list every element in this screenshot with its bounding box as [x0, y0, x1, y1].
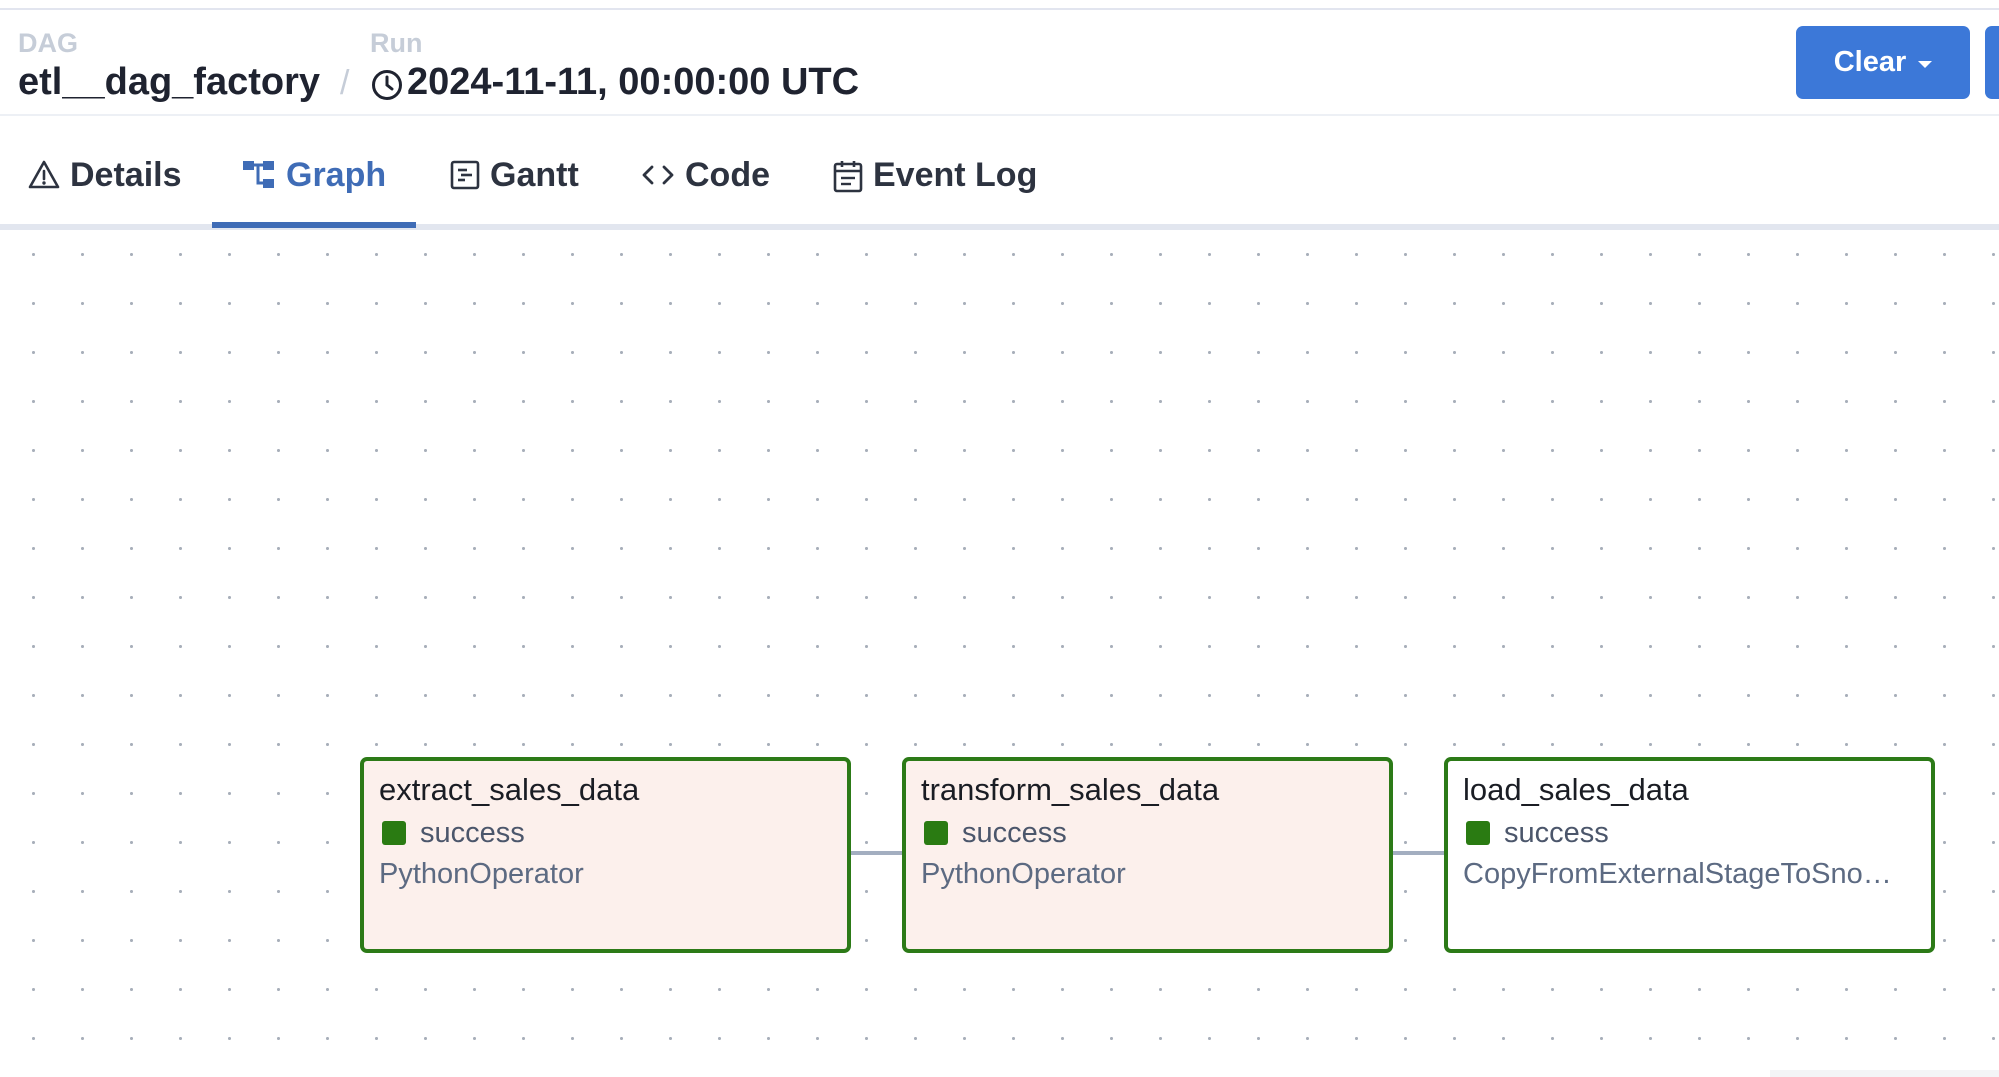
breadcrumb-dag[interactable]: DAG etl__dag_factory: [18, 28, 320, 104]
tab-code-label: Code: [685, 156, 770, 194]
active-tab-indicator: [212, 222, 416, 228]
graph-icon: [243, 161, 274, 188]
task-name: extract_sales_data: [379, 772, 640, 807]
warning-triangle-icon: [28, 160, 60, 189]
clock-icon: [372, 70, 402, 100]
graph-canvas[interactable]: extract_sales_data success PythonOperato…: [0, 230, 1999, 1077]
task-node-transform-sales-data[interactable]: transform_sales_data success PythonOpera…: [902, 757, 1393, 953]
tab-bar: Details Graph Gantt Code: [0, 116, 1999, 230]
task-status-label: success: [962, 817, 1067, 849]
tab-gantt-label: Gantt: [490, 156, 579, 194]
tab-graph-label: Graph: [286, 156, 387, 194]
calendar-icon: [833, 161, 863, 193]
tab-graph[interactable]: Graph: [242, 156, 386, 224]
tab-code[interactable]: Code: [641, 156, 770, 224]
success-status-icon: [924, 821, 948, 845]
dag-id[interactable]: etl__dag_factory: [18, 61, 321, 103]
task-status: success: [379, 815, 832, 851]
chevron-down-icon: [1918, 61, 1933, 68]
mark-state-button[interactable]: [1985, 26, 1999, 99]
graph-edge: [1393, 851, 1447, 855]
task-status: success: [921, 815, 1374, 851]
tab-details-label: Details: [70, 156, 182, 194]
task-status-label: success: [1504, 817, 1609, 849]
breadcrumb-run[interactable]: Run 2024-11-11, 00:00:00 UTC: [370, 28, 859, 104]
task-status: success: [1463, 815, 1916, 851]
clear-button-label: Clear: [1833, 46, 1907, 78]
minimap-edge: [1770, 1070, 1999, 1077]
gantt-icon: [450, 160, 480, 190]
task-name: load_sales_data: [1463, 772, 1689, 807]
task-operator: PythonOperator: [379, 858, 584, 890]
success-status-icon: [382, 821, 406, 845]
tab-gantt[interactable]: Gantt: [450, 156, 579, 224]
code-icon: [642, 165, 674, 185]
run-value[interactable]: 2024-11-11, 00:00:00 UTC: [370, 60, 859, 104]
breadcrumb-separator: /: [340, 64, 350, 102]
task-name: transform_sales_data: [921, 772, 1220, 807]
top-divider: [0, 0, 1999, 10]
tab-event-log-label: Event Log: [873, 156, 1038, 194]
dag-label: DAG: [18, 28, 78, 58]
task-node-load-sales-data[interactable]: load_sales_data success CopyFromExternal…: [1444, 757, 1935, 953]
graph-edge: [851, 851, 905, 855]
dag-run-header: DAG etl__dag_factory / Run 2024-11-11, 0…: [0, 10, 1999, 116]
task-operator: CopyFromExternalStageToSno…: [1463, 858, 1892, 890]
tab-details[interactable]: Details: [28, 156, 182, 224]
task-node-extract-sales-data[interactable]: extract_sales_data success PythonOperato…: [360, 757, 851, 953]
tab-event-log[interactable]: Event Log: [833, 156, 1037, 224]
run-id: 2024-11-11, 00:00:00 UTC: [407, 61, 860, 103]
success-status-icon: [1466, 821, 1490, 845]
run-label: Run: [370, 28, 423, 58]
task-operator: PythonOperator: [921, 858, 1126, 890]
clear-button[interactable]: Clear: [1796, 26, 1970, 99]
task-status-label: success: [420, 817, 525, 849]
